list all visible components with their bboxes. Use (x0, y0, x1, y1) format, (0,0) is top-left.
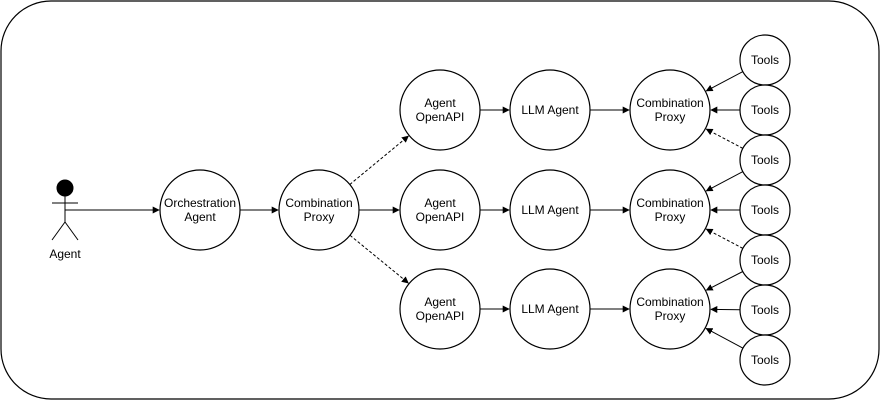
edge-t3-to-p2 (705, 171, 744, 192)
node-label-line: OpenAPI (416, 210, 465, 224)
edge-t5-to-p3 (705, 271, 744, 291)
combination-proxy-node-3: Combination Proxy (629, 268, 711, 350)
main-combination-proxy-node: Combination Proxy (278, 169, 360, 251)
tools-node-2: Tools (739, 84, 791, 136)
node-label: Tools (751, 103, 779, 117)
node-label: Tools (751, 253, 779, 267)
node-label-line: Combination (636, 295, 703, 309)
node-label-line: Combination (285, 196, 352, 210)
node-label-line: Proxy (655, 309, 686, 323)
agent-openapi-node-2: Agent OpenAPI (399, 169, 481, 251)
node-label-line: Combination (636, 196, 703, 210)
node-label-line: Agent (424, 295, 456, 309)
node-label-line: Combination (636, 96, 703, 110)
llm-agent-node-1: LLM Agent (509, 69, 591, 151)
node-label: Tools (751, 53, 779, 67)
node-label: Tools (751, 203, 779, 217)
node-label: Tools (751, 353, 779, 367)
node-label-line: Agent (424, 196, 456, 210)
node-label-line: OpenAPI (416, 309, 465, 323)
combination-proxy-node-2: Combination Proxy (629, 169, 711, 251)
orchestration-agent-node: Orchestration Agent (159, 169, 241, 251)
tools-node-6: Tools (739, 284, 791, 336)
node-label: LLM Agent (521, 302, 579, 316)
combination-proxy-node-1: Combination Proxy (629, 69, 711, 151)
node-label: Tools (751, 303, 779, 317)
node-label-line: Orchestration (164, 196, 236, 210)
edges (65, 71, 744, 349)
node-label: Tools (751, 153, 779, 167)
agent-actor: Agent (49, 179, 81, 261)
edge-t5-to-p2 (705, 228, 744, 249)
actor-left-leg (51, 221, 66, 241)
actor-label: Agent (49, 247, 81, 261)
node-label: LLM Agent (521, 103, 579, 117)
llm-agent-node-2: LLM Agent (509, 169, 591, 251)
edge-t7-to-p3 (705, 327, 744, 349)
edge-t1-to-p1 (705, 71, 744, 92)
edge-t3-to-p1 (705, 128, 744, 149)
tools-node-7: Tools (739, 334, 791, 386)
tools-node-3: Tools (739, 134, 791, 186)
node-label-line: OpenAPI (416, 110, 465, 124)
actor-head (56, 179, 74, 197)
agent-openapi-node-1: Agent OpenAPI (399, 69, 481, 151)
node-label-line: Agent (184, 210, 216, 224)
edge-pm-to-o1 (349, 135, 409, 185)
tools-node-5: Tools (739, 234, 791, 286)
node-label-line: Agent (424, 96, 456, 110)
edge-pm-to-o3 (349, 234, 409, 284)
node-label-line: Proxy (655, 210, 686, 224)
actor-right-leg (64, 221, 79, 241)
agent-openapi-node-3: Agent OpenAPI (399, 268, 481, 350)
node-label-line: Proxy (655, 110, 686, 124)
node-label: LLM Agent (521, 203, 579, 217)
tools-node-4: Tools (739, 184, 791, 236)
node-label-line: Proxy (304, 210, 335, 224)
llm-agent-node-3: LLM Agent (509, 268, 591, 350)
tools-node-1: Tools (739, 34, 791, 86)
